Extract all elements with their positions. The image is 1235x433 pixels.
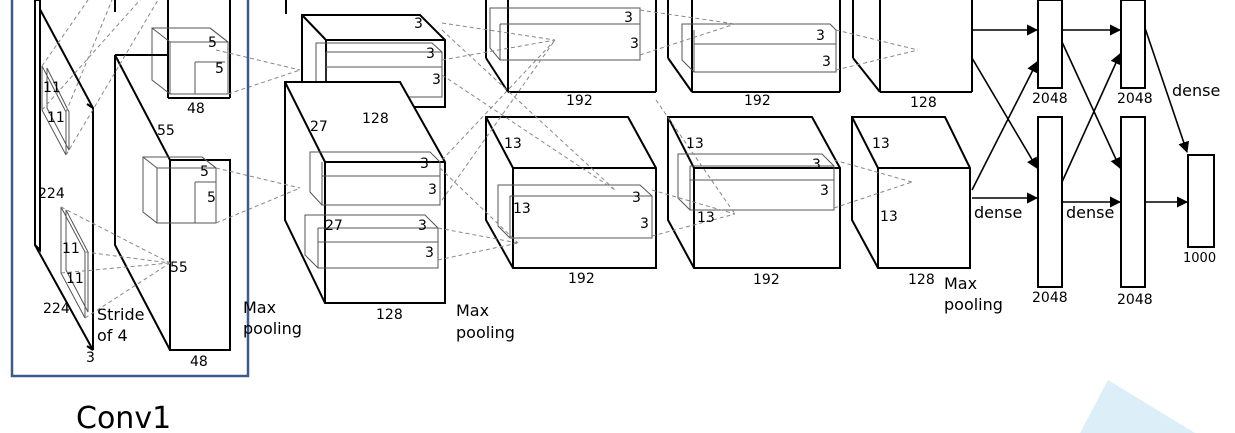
- pool3-label-line1: Max: [944, 274, 977, 293]
- fc6-bottom-label: 2048: [1032, 290, 1068, 306]
- output-label: 1000: [1183, 251, 1216, 266]
- conv2-spatial-bottom: 27: [325, 218, 343, 234]
- fc-arrows: [971, 24, 1190, 208]
- conv1-highlight-box: [10, 0, 250, 378]
- pool1-label-line2: pooling: [243, 319, 302, 338]
- conv2-kernel-bottom-b: 3: [428, 182, 437, 198]
- conv1-kernel-bottom-a: 5: [200, 164, 209, 180]
- conv4-depth-top: 192: [744, 93, 771, 109]
- conv1-kernel-bottom-b: 5: [207, 190, 216, 206]
- conv3-spatial-bottom: 13: [504, 136, 522, 152]
- conv1-kernel-top-a: 5: [208, 35, 217, 51]
- conv2-kernel-bottom-d: 3: [425, 245, 434, 261]
- conv4-depth-bottom: 192: [753, 272, 780, 288]
- conv2-kernel-bottom-a: 3: [420, 156, 429, 172]
- conv2-kernel-top-c: 3: [432, 72, 441, 88]
- pool1-label-line1: Max: [243, 298, 276, 317]
- conv2-kernel-bottom-c: 3: [418, 218, 427, 234]
- conv3-spatial-bottom-inner: 13: [513, 201, 531, 217]
- conv1-spatial-bottom: 55: [170, 260, 188, 276]
- conv3-kernel-top-a: 3: [624, 10, 633, 26]
- conv1-depth-bottom: 48: [190, 354, 208, 370]
- input-image: [34, 0, 94, 351]
- receptive-field-connections: [41, 0, 919, 319]
- conv4-kernel-top-a: 3: [816, 28, 825, 44]
- conv2-depth-top: 128: [362, 111, 389, 127]
- pool2-label-line2: pooling: [456, 323, 515, 342]
- conv4-kernel-top-b: 3: [822, 54, 831, 70]
- conv3-kernel-top-b: 3: [630, 36, 639, 52]
- conv3-top-block: [485, 0, 657, 93]
- fc6-bottom-bar: [1037, 116, 1063, 288]
- conv4-top-block: [667, 0, 841, 93]
- input-channels-label: 3: [86, 350, 95, 366]
- conv1-depth-top: 48: [187, 101, 205, 117]
- conv1-bottom-block: [114, 54, 231, 351]
- input-kernel-label-d: 11: [66, 271, 84, 287]
- fc6-top-bar: [1037, 0, 1063, 89]
- conv4-spatial-bottom-inner: 13: [697, 210, 715, 226]
- conv5-bottom-block: [851, 116, 971, 269]
- fc7-top-label: 2048: [1117, 91, 1153, 107]
- dense-label-1: dense: [974, 203, 1022, 222]
- input-size-label-bottom: 224: [43, 301, 70, 317]
- conv5-spatial-bottom-inner: 13: [880, 209, 898, 225]
- conv4-spatial-bottom: 13: [686, 136, 704, 152]
- conv2-kernel-top-b: 3: [426, 46, 435, 62]
- pool3-label-line2: pooling: [944, 295, 1003, 314]
- fc7-bottom-bar: [1120, 116, 1146, 288]
- conv3-kernel-bottom-a: 3: [632, 190, 641, 206]
- conv3-bottom-block: [485, 116, 657, 269]
- conv5-depth-bottom: 128: [908, 272, 935, 288]
- conv5-top-block: [852, 0, 973, 93]
- fc6-top-label: 2048: [1032, 91, 1068, 107]
- conv4-kernel-bottom-b: 3: [820, 183, 829, 199]
- input-kernel-label-a: 11: [43, 80, 61, 96]
- conv3-depth-top: 192: [566, 93, 593, 109]
- conv2-spatial-top: 27: [310, 119, 328, 135]
- conv1-top-block: [114, 0, 231, 99]
- conv2-kernel-top-a: 3: [414, 16, 423, 32]
- input-kernel-label-c: 11: [62, 241, 80, 257]
- conv5-spatial-bottom: 13: [872, 136, 890, 152]
- input-size-label: 224: [38, 186, 65, 202]
- conv2-bottom-block: [284, 81, 446, 304]
- caption-conv1: Conv1: [76, 401, 171, 433]
- conv1-kernel-top-b: 5: [215, 61, 224, 77]
- conv3-depth-bottom: 192: [568, 271, 595, 287]
- conv2-depth-bottom: 128: [376, 307, 403, 323]
- dense-label-2: dense: [1066, 203, 1114, 222]
- stride-label-line2: of 4: [97, 326, 128, 345]
- conv4-bottom-block: [667, 116, 841, 269]
- dense-label-3: dense: [1172, 81, 1220, 100]
- stride-label-line1: Stride: [97, 305, 144, 324]
- fc7-bottom-label: 2048: [1117, 292, 1153, 308]
- input-kernel-label-b: 11: [47, 110, 65, 126]
- fc7-top-bar: [1120, 0, 1146, 89]
- conv1-spatial-top: 55: [157, 123, 175, 139]
- conv5-depth-top: 128: [910, 95, 937, 111]
- watermark-shape: [1080, 380, 1195, 433]
- conv3-kernel-bottom-b: 3: [640, 216, 649, 232]
- output-bar: [1187, 154, 1215, 248]
- pool2-label-line1: Max: [456, 301, 489, 320]
- conv4-kernel-bottom-a: 3: [812, 157, 821, 173]
